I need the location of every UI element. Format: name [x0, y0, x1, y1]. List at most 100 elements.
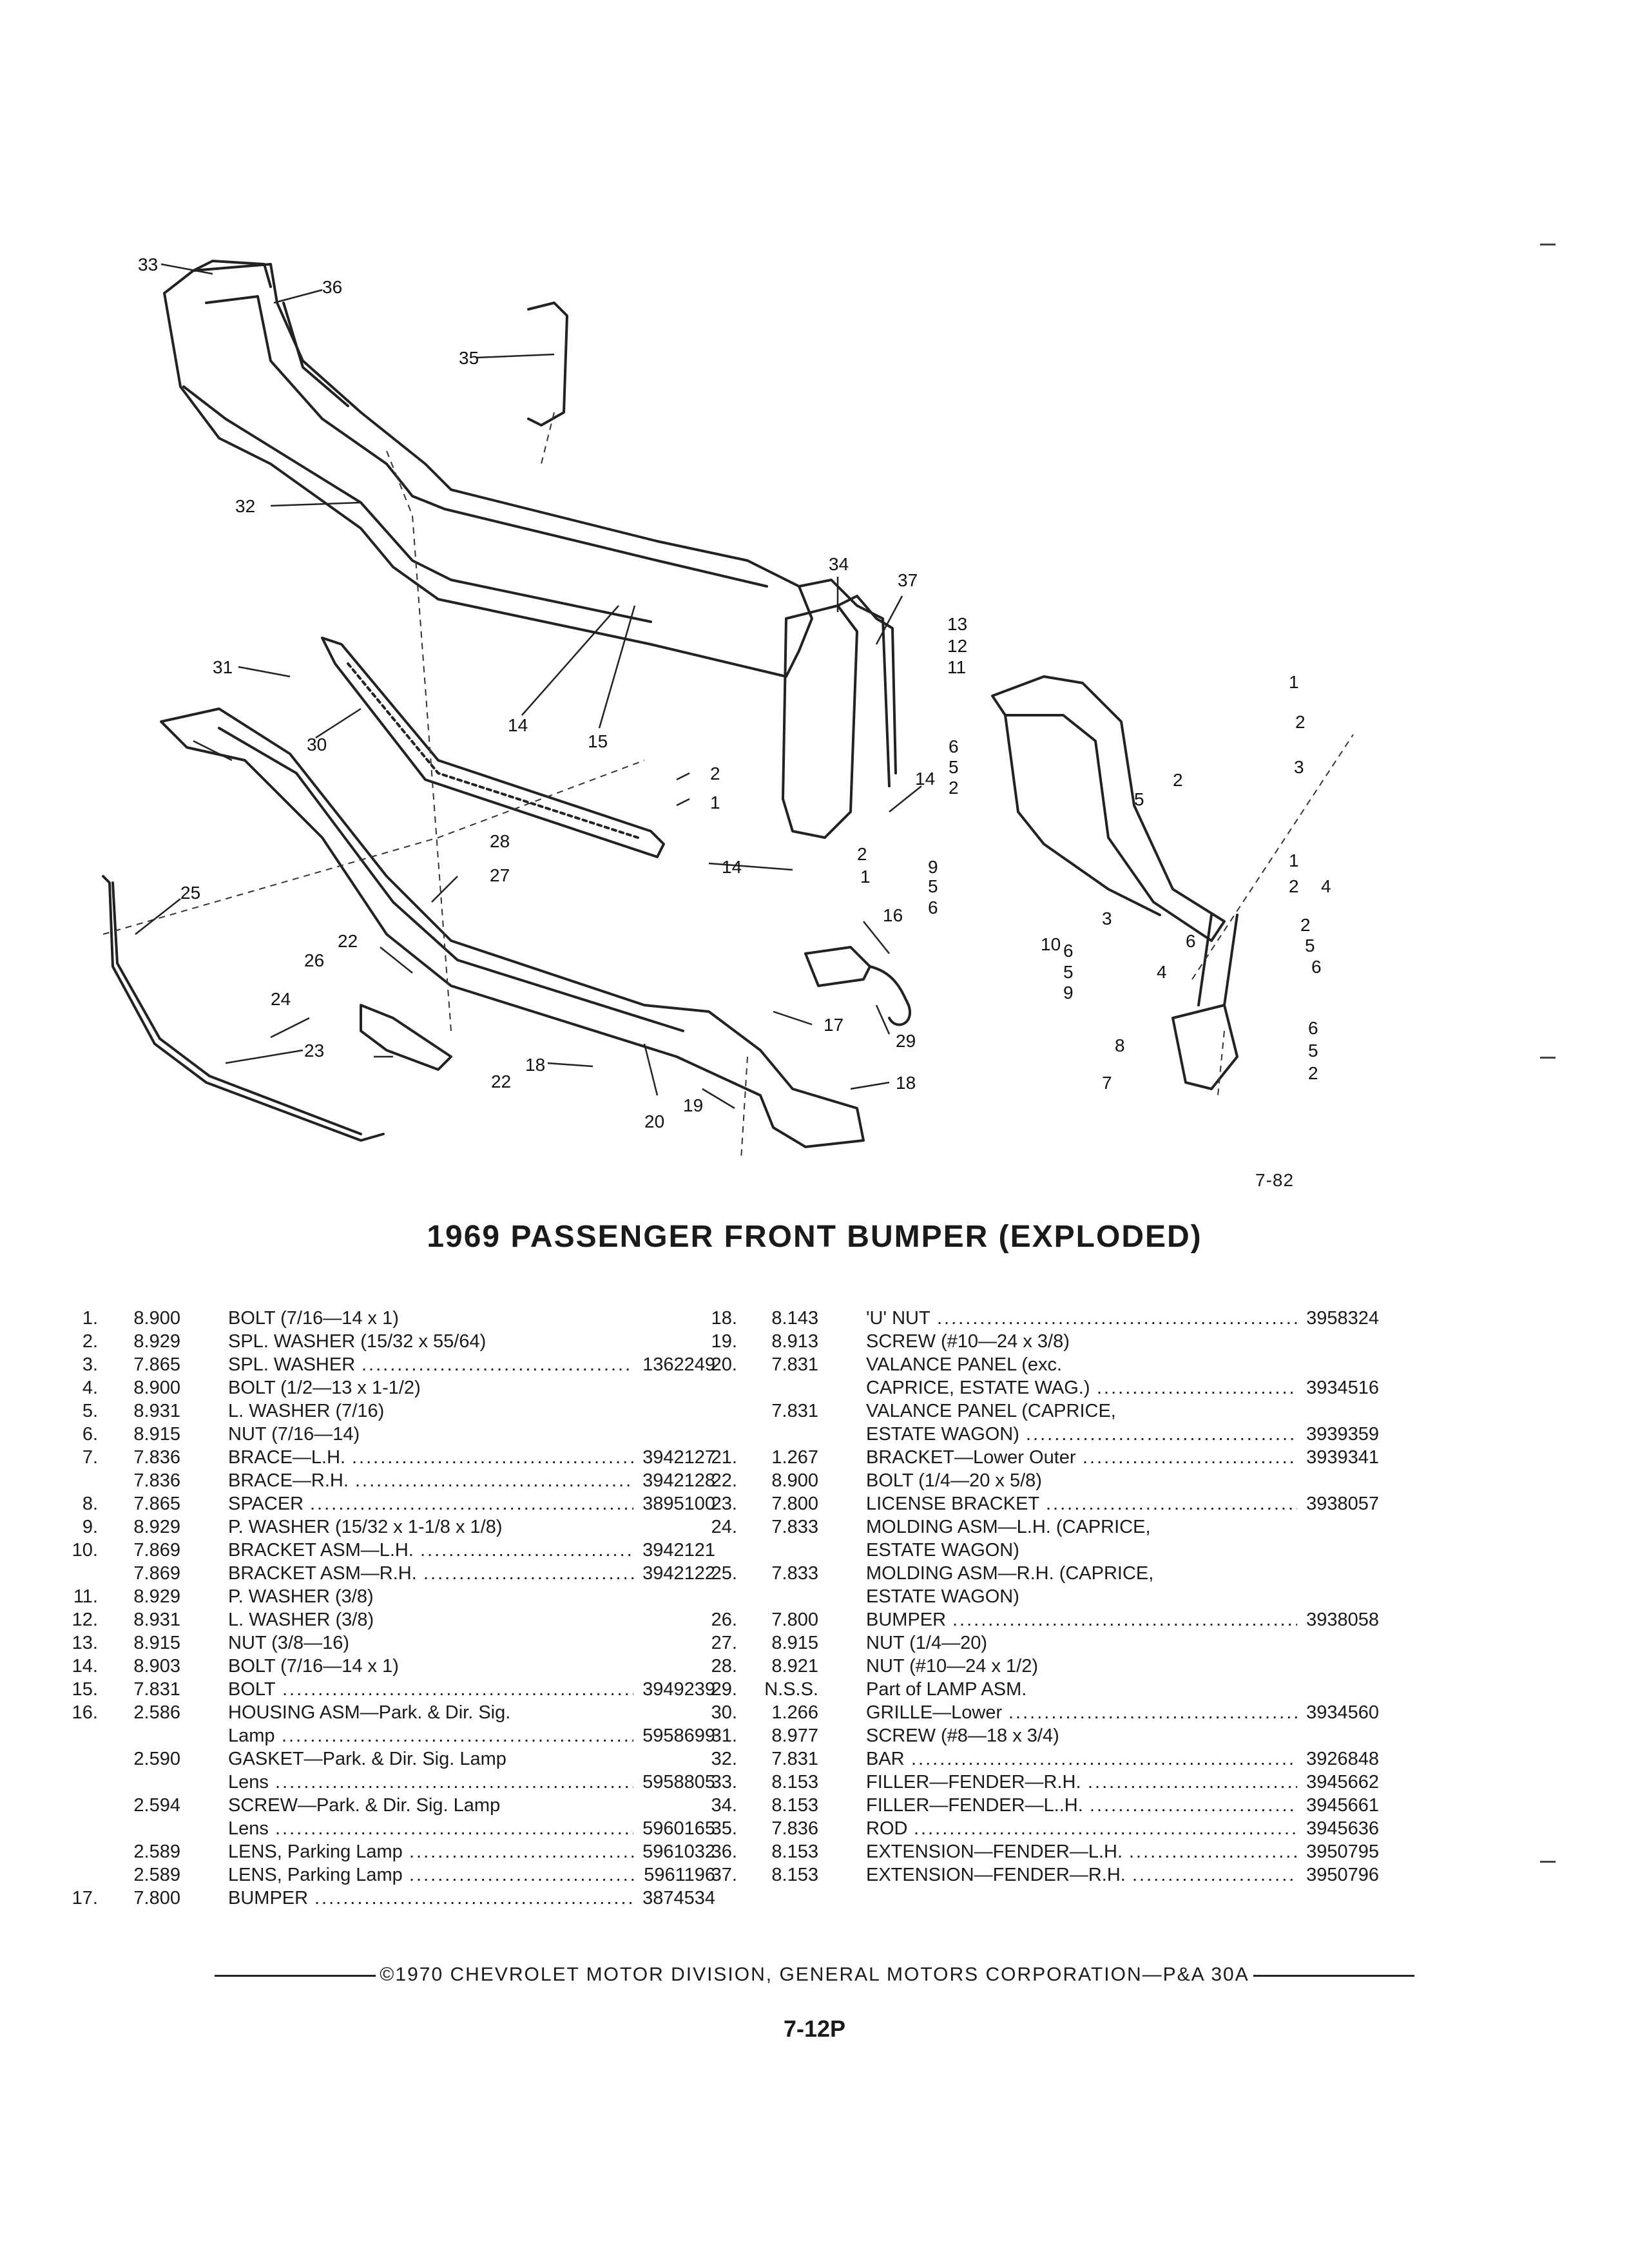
part-description: L. WASHER (7/16) — [228, 1401, 385, 1421]
catalog-code: 8.903 — [133, 1656, 180, 1677]
part-description: BRACKET ASM—R.H. — [228, 1563, 417, 1584]
dot-leader: ........................................… — [952, 1610, 1297, 1630]
dot-leader: ........................................… — [423, 1563, 633, 1584]
part-description: P. WASHER (15/32 x 1-1/8 x 1/8) — [228, 1517, 503, 1537]
part-description: VALANCE PANEL (CAPRICE, — [866, 1401, 1116, 1421]
part-description: L. WASHER (3/8) — [228, 1610, 374, 1630]
molding — [102, 875, 385, 1142]
callout-6f: 6 — [1308, 1018, 1318, 1038]
dot-leader: ........................................… — [1026, 1424, 1297, 1445]
part-number: 5961032 — [642, 1841, 715, 1862]
item-number: 31. — [711, 1725, 737, 1746]
catalog-code: 2.589 — [133, 1841, 180, 1862]
callout-5d: 5 — [1063, 962, 1074, 982]
item-number: 22. — [711, 1470, 737, 1491]
part-number: 3942128 — [642, 1470, 715, 1491]
callout-31: 31 — [213, 657, 233, 677]
item-number: 5. — [82, 1401, 98, 1421]
callout-5: 5 — [949, 757, 959, 777]
callout-1b: 1 — [860, 867, 871, 887]
part-description: GASKET—Park. & Dir. Sig. Lamp — [228, 1749, 506, 1769]
callout-15: 15 — [588, 731, 608, 751]
part-description: BUMPER — [866, 1610, 947, 1630]
item-number: 16. — [72, 1702, 98, 1723]
catalog-code: 7.833 — [771, 1517, 818, 1537]
dot-leader: ........................................… — [275, 1772, 633, 1792]
callout-22: 22 — [338, 931, 358, 951]
dot-leader: ........................................… — [1132, 1865, 1297, 1885]
catalog-code: 8.153 — [771, 1795, 818, 1816]
margin-tick — [1540, 1861, 1556, 1863]
dot-leader: ........................................… — [282, 1725, 633, 1746]
part-number: 3939359 — [1306, 1424, 1379, 1445]
part-number: 3895100 — [642, 1494, 715, 1514]
bracket-assembly — [991, 675, 1226, 942]
item-number: 29. — [711, 1679, 737, 1700]
part-number: 3945636 — [1306, 1818, 1379, 1839]
callout-18b: 18 — [896, 1073, 916, 1093]
bumper-end-cap — [782, 604, 858, 839]
license-bracket — [360, 1004, 452, 1071]
callout-13: 13 — [947, 614, 967, 634]
callout-32: 32 — [235, 496, 255, 516]
item-number: 11. — [73, 1586, 98, 1607]
part-description: ROD — [866, 1818, 908, 1839]
item-number: 26. — [711, 1610, 737, 1630]
callout-33: 33 — [138, 255, 158, 274]
callout-4: 4 — [1321, 876, 1331, 896]
part-number: 3949239 — [642, 1679, 715, 1700]
catalog-code: 2.589 — [133, 1865, 180, 1885]
part-number: 3942122 — [642, 1563, 715, 1584]
part-number: 1362249 — [642, 1354, 715, 1375]
callout-3: 3 — [1294, 757, 1304, 777]
catalog-code: 2.594 — [133, 1795, 180, 1816]
part-description: CAPRICE, ESTATE WAG.) — [866, 1378, 1090, 1398]
part-description: NUT (1/4—20) — [866, 1633, 988, 1653]
callout-1c: 1 — [1289, 672, 1299, 692]
part-description: Lamp — [228, 1725, 275, 1746]
dot-leader: ........................................… — [911, 1749, 1297, 1769]
item-number: 12. — [72, 1610, 98, 1630]
dot-leader: ........................................… — [1083, 1447, 1297, 1468]
catalog-code: N.S.S. — [764, 1679, 818, 1700]
dot-leader: ........................................… — [409, 1865, 635, 1885]
catalog-code: 7.800 — [771, 1494, 818, 1514]
dot-leader: ........................................… — [409, 1841, 633, 1862]
callout-6: 6 — [949, 736, 959, 756]
part-description: LICENSE BRACKET — [866, 1494, 1040, 1514]
brace — [1171, 1004, 1239, 1090]
catalog-code: 7.831 — [133, 1679, 180, 1700]
callout-14b: 14 — [915, 769, 935, 789]
callout-11: 11 — [947, 657, 966, 677]
part-description: EXTENSION—FENDER—R.H. — [866, 1865, 1126, 1885]
parts-row: ESTATE WAGON) — [735, 1585, 1379, 1608]
item-number: 4. — [82, 1378, 98, 1398]
page-number: 7-12P — [783, 2015, 846, 2042]
item-number: 9. — [82, 1517, 98, 1537]
part-description: NUT (#10—24 x 1/2) — [866, 1656, 1039, 1677]
part-description: MOLDING ASM—R.H. (CAPRICE, — [866, 1563, 1154, 1584]
callout-20: 20 — [644, 1111, 664, 1131]
callout-6e: 6 — [1311, 957, 1322, 977]
part-description: EXTENSION—FENDER—L.H. — [866, 1841, 1123, 1862]
callout-17: 17 — [824, 1015, 843, 1035]
dot-leader: ........................................… — [314, 1888, 633, 1908]
item-number: 15. — [72, 1679, 98, 1700]
catalog-code: 7.869 — [133, 1540, 180, 1561]
catalog-code: 1.267 — [771, 1447, 818, 1468]
